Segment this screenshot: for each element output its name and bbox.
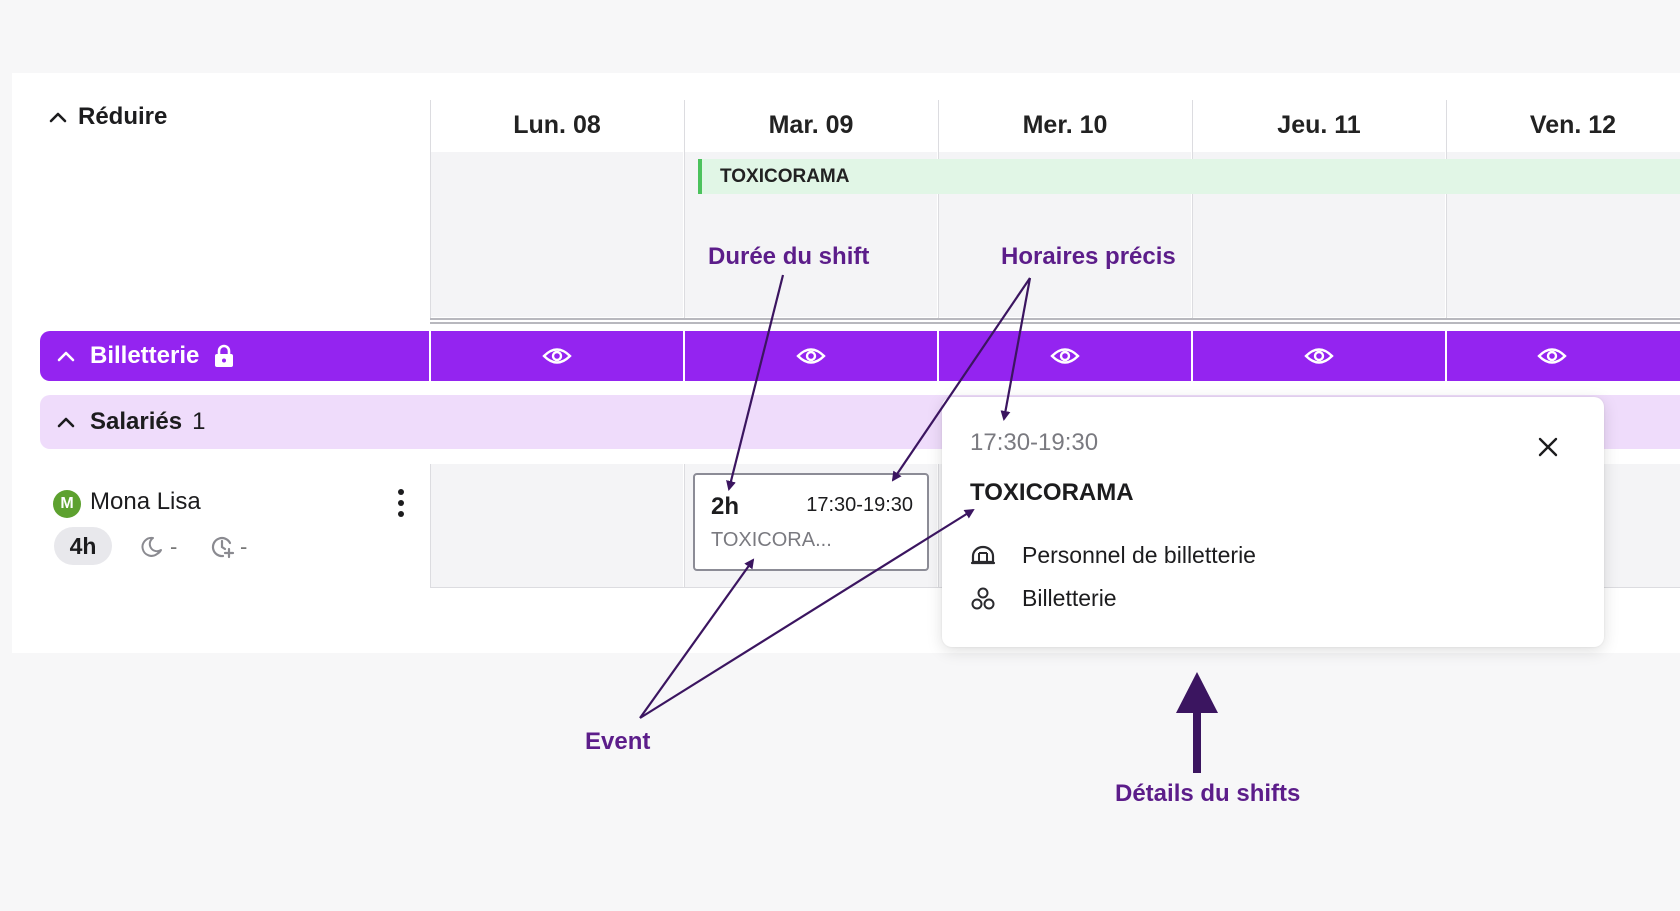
divider (430, 322, 1680, 324)
group-billetterie[interactable]: Billetterie (40, 331, 430, 381)
subgroup-label: Salariés (90, 408, 183, 435)
collapse-label: Réduire (78, 103, 168, 130)
column-divider (938, 464, 939, 588)
night-hours-value: - (170, 534, 178, 559)
eye-icon (796, 348, 826, 364)
day-header[interactable]: Jeu. 11 (1277, 110, 1361, 139)
shift-duration: 2h (711, 493, 740, 520)
event-bar-label: TOXICORAMA (720, 165, 850, 187)
chevron-up-icon (57, 417, 75, 428)
eye-icon (1304, 348, 1334, 364)
moon-icon (141, 536, 162, 557)
column-divider (430, 100, 431, 320)
group-label: Billetterie (90, 342, 200, 369)
annotation-horaires: Horaires précis (1001, 243, 1176, 270)
divider (937, 331, 939, 381)
column-divider (684, 100, 685, 320)
visibility-cell[interactable] (1446, 331, 1680, 381)
annotation-event: Event (585, 728, 651, 755)
subgroup-count: 1 (192, 408, 206, 435)
column-divider (684, 464, 685, 588)
popover-team: Billetterie (1022, 585, 1117, 611)
avatar: M (53, 490, 81, 518)
popover-title: TOXICORAMA (970, 479, 1134, 506)
event-bar[interactable]: TOXICORAMA (698, 159, 1680, 194)
shift-details-popover: 17:30-19:30 TOXICORAMA Personnel de bill… (942, 397, 1604, 647)
hours-badge: 4h (54, 527, 112, 565)
chevron-up-icon (57, 351, 75, 362)
visibility-cell[interactable] (684, 331, 938, 381)
annotation-details: Détails du shifts (1115, 780, 1301, 807)
day-header[interactable]: Mar. 09 (768, 110, 854, 139)
divider (1445, 331, 1447, 381)
shift-time: 17:30-19:30 (806, 494, 913, 516)
column-divider (430, 464, 431, 588)
day-header[interactable]: Mer. 10 (1022, 110, 1108, 139)
close-icon[interactable] (1536, 435, 1560, 459)
divider (430, 318, 1680, 320)
night-hours-stat: - (140, 534, 177, 560)
eye-icon (1537, 348, 1567, 364)
more-options-icon[interactable] (396, 489, 406, 517)
day-header[interactable]: Lun. 08 (513, 110, 601, 139)
day-area-1 (431, 152, 683, 317)
overtime-value: - (240, 534, 248, 559)
visibility-cell[interactable] (430, 331, 684, 381)
column-divider (1192, 100, 1193, 320)
lock-icon (215, 344, 234, 367)
popover-role: Personnel de billetterie (1022, 542, 1256, 568)
clock-plus-icon (211, 536, 235, 559)
column-divider (938, 100, 939, 320)
divider (1191, 331, 1193, 381)
overtime-stat: - (210, 534, 247, 560)
employee-name[interactable]: Mona Lisa (90, 488, 201, 515)
annotation-duree: Durée du shift (708, 243, 870, 270)
divider (683, 331, 685, 381)
shift-card[interactable]: 2h 17:30-19:30 TOXICORA... (693, 473, 929, 571)
eye-icon (542, 348, 572, 364)
team-icon (971, 587, 995, 609)
column-divider (1446, 100, 1447, 320)
shift-event: TOXICORA... (711, 529, 832, 551)
popover-time: 17:30-19:30 (970, 429, 1099, 456)
role-icon (970, 545, 996, 564)
popover-team-line: Billetterie (970, 585, 1117, 612)
visibility-cell[interactable] (1192, 331, 1446, 381)
divider (429, 331, 431, 381)
collapse-button[interactable]: Réduire (48, 103, 167, 131)
day-cell[interactable] (431, 464, 683, 588)
day-header[interactable]: Ven. 12 (1529, 110, 1617, 139)
visibility-cell[interactable] (938, 331, 1192, 381)
chevron-up-icon (49, 112, 67, 123)
popover-role-line: Personnel de billetterie (970, 542, 1256, 569)
eye-icon (1050, 348, 1080, 364)
